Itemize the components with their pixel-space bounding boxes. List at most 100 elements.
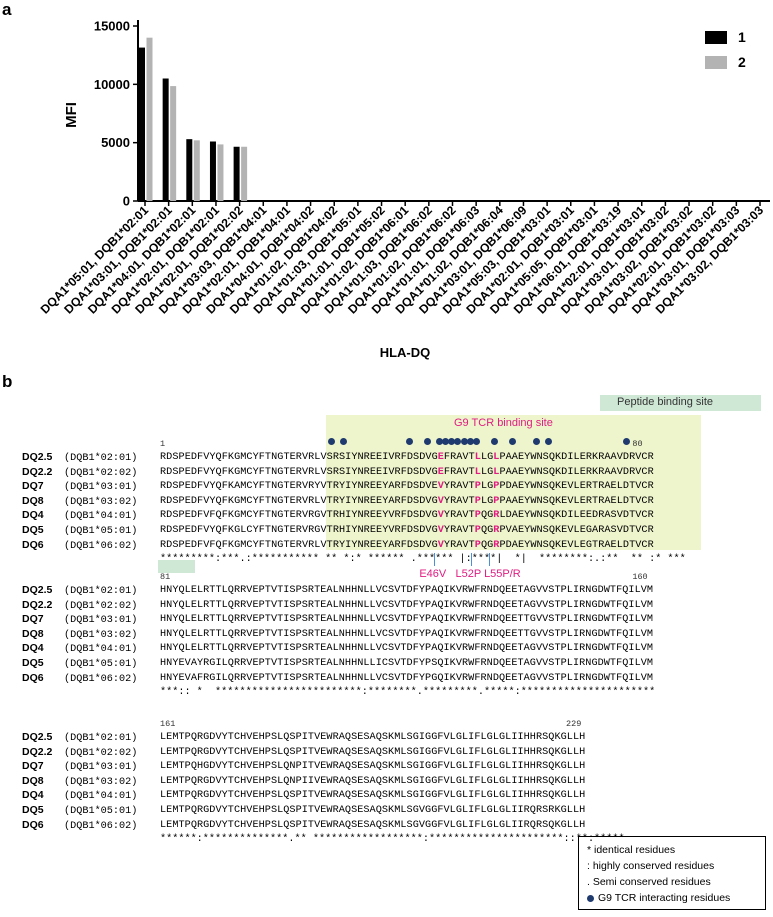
- alignment-row: DQ5 (DQB1*05:01) RDSPEDFVYQFKGLCYFTNGTERVR…: [22, 524, 654, 537]
- allele-name: (DQB1*03:01): [64, 615, 138, 627]
- bar-s1: [162, 78, 169, 201]
- allele-name: (DQB1*03:02): [64, 496, 138, 508]
- y-tick-label: 5000: [101, 135, 130, 150]
- legend-label-1: 1: [738, 29, 746, 45]
- tcr-interacting-dot-icon: [532, 438, 540, 445]
- block-end-number: 229: [566, 719, 582, 729]
- allotype-name: DQ4: [22, 642, 44, 655]
- bar-s2: [217, 144, 224, 201]
- bar-s2: [170, 86, 177, 201]
- peptide-binding-label: Peptide binding site: [617, 396, 714, 408]
- allotype-name: DQ2.2: [22, 598, 53, 611]
- legend-identical: * identical residues: [587, 844, 676, 856]
- alignment-row: DQ2.5(DQB1*02:01)HNYQLELRTTLQRRVEPTVTISP…: [22, 584, 653, 597]
- tcr-interacting-dot-icon: [460, 438, 468, 445]
- sequence: HNYQLELRTTLQRRVEPTVTISPSRTEALNHHNLLVCSVT…: [160, 585, 654, 596]
- allele-name: (DQB1*03:02): [64, 776, 138, 788]
- allele-name: (DQB1*03:02): [64, 629, 138, 641]
- tcr-interacting-dot-icon: [406, 438, 414, 445]
- allotype-name: DQ8: [22, 494, 44, 507]
- allele-name: (DQB1*04:01): [64, 791, 138, 803]
- tcr-interacting-dot-icon: [490, 438, 498, 445]
- allele-name: (DQB1*05:01): [64, 526, 138, 537]
- bar-s2: [193, 140, 200, 201]
- sequence: HNYQLELRTTLQRRVEPTVTISPSRTEALNHHNLLVCSVT…: [160, 614, 654, 626]
- allele-name: (DQB1*05:01): [64, 659, 138, 670]
- tcr-dot-icon: [587, 894, 594, 902]
- legend-label-2: 2: [738, 54, 746, 70]
- alignment-row: DQ6 (DQB1*06:02) RDSPEDFVFQFKGMCYFTNGTERVR…: [22, 538, 654, 552]
- tcr-interacting-dot-icon: [623, 438, 631, 445]
- allotype-name: DQ6: [22, 538, 44, 551]
- tcr-interacting-dot-icon: [424, 438, 432, 445]
- sequence: RDSPEDFVYQFKGMCYFTNGTERVRLVTRYIYNREEYARF…: [160, 495, 654, 507]
- mutation-marker-line: [488, 553, 490, 567]
- mutation-label: E46V: [419, 568, 447, 581]
- tcr-interacting-dot-icon: [442, 438, 450, 445]
- allotype-name: DQ4: [22, 509, 44, 522]
- allotype-name: DQ5: [22, 524, 44, 536]
- y-axis-label: MFI: [63, 102, 80, 128]
- sequence: HNYQLELRTTLQRRVEPTVTISPSRTEALNHHNLLVCSVT…: [160, 599, 654, 611]
- block-start-number: 81: [160, 572, 171, 582]
- allotype-name: DQ6: [22, 671, 44, 684]
- alignment-row: DQ8(DQB1*03:02)LEMTPQRGDVYTCHVEHPSLQNPII…: [22, 775, 585, 788]
- bar-s1: [186, 139, 193, 201]
- sequence: HNYEVAYRGILQRRVEPTVTISPSRTEALNHHNLLICSVT…: [160, 658, 654, 669]
- sequence: LEMTPQRGDVYTCHVEHPSLQSPITVEWRAQSESAQSKML…: [160, 732, 586, 743]
- mutation-label: L52P L55P/R: [455, 568, 521, 581]
- alignment-row: DQ2.2(DQB1*02:02)LEMTPQRGDVYTCHVEHPSLQSP…: [22, 746, 585, 759]
- panel-b-label: b: [2, 372, 13, 391]
- legend-swatch-2: [705, 56, 727, 69]
- allotype-name: DQ2.5: [22, 731, 53, 743]
- sequence: RDSPEDFVFQFKGMCYFTNGTERVRLVTRYIYNREEYARF…: [160, 539, 654, 551]
- bar-s1: [233, 146, 240, 201]
- sequence: RDSPEDFVYQFKGMCYFTNGTERVRLVSRSIYNREEIVRF…: [160, 452, 654, 463]
- allotype-name: DQ8: [22, 627, 44, 640]
- sequence: HNYEVAFRGILQRRVEPTVTISPSRTEALNHHNLLVCSVT…: [160, 672, 654, 684]
- allotype-name: DQ7: [22, 480, 44, 493]
- sequence: LEMTPQRGDVYTCHVEHPSLQSPITVEWRAQSESAQSKML…: [160, 790, 586, 802]
- tcr-interacting-dot-icon: [544, 438, 552, 445]
- sequence: HNYQLELRTTLQRRVEPTVTISPSRTEALNHHNLLVCSVT…: [160, 628, 654, 640]
- allele-name: (DQB1*04:01): [64, 644, 138, 656]
- allele-name: (DQB1*06:02): [64, 540, 138, 552]
- legend-swatch-1: [705, 31, 727, 44]
- allotype-name: DQ5: [22, 657, 44, 669]
- allele-name: (DQB1*06:02): [64, 673, 138, 685]
- legend-tcr-label: G9 TCR interacting residues: [598, 892, 731, 904]
- allele-name: (DQB1*05:01): [64, 806, 138, 817]
- tcr-interacting-dot-icon: [436, 438, 444, 445]
- sequence: LEMTPQHGDVYTCHVEHPSLQNPITVEWRAQSESAQSKML…: [160, 761, 586, 773]
- alignment-row: DQ2.5(DQB1*02:01)LEMTPQRGDVYTCHVEHPSLQSP…: [22, 731, 585, 744]
- tcr-binding-label: G9 TCR binding site: [454, 417, 553, 429]
- block-start-number: 161: [160, 719, 176, 729]
- alignment-row: DQ7 (DQB1*03:01) RDSPEDFVYQFKAMCYFTNGTERVR…: [22, 480, 654, 494]
- peptide-binding-band-2: [158, 560, 195, 573]
- tcr-interacting-dot-icon: [466, 438, 474, 445]
- sequence: RDSPEDFVYQFKGLCYFTNGTERVRGVTRHIYNREEYVRF…: [160, 525, 654, 536]
- allotype-name: DQ2.2: [22, 465, 53, 478]
- sequence: RDSPEDFVFQFKGMCYFTNGTERVRGVTRHIYNREEYVRF…: [160, 510, 654, 522]
- conservation-row: ***:: * ************************:*******…: [160, 687, 656, 699]
- allotype-name: DQ2.5: [22, 451, 53, 463]
- sequence: LEMTPQRGDVYTCHVEHPSLQSPITVEWRAQSESAQSKML…: [160, 819, 586, 831]
- sequence: LEMTPQRGDVYTCHVEHPSLQSPITVEWRAQSESAQSKML…: [160, 746, 586, 758]
- legend-highly-conserved: : highly conserved residues: [587, 860, 715, 872]
- allele-name: (DQB1*03:01): [64, 482, 138, 494]
- tcr-interacting-dot-icon: [448, 438, 456, 445]
- alignment-row: DQ4(DQB1*04:01)RDSPEDFVFQFKGMCYFTNGTERVR…: [22, 509, 654, 522]
- sequence: RDSPEDFVYQFKAMCYFTNGTERVRYVTRYIYNREEYARF…: [160, 481, 654, 493]
- bar-s2: [241, 146, 248, 201]
- alignment-row: DQ2.2(DQB1*02:02)HNYQLELRTTLQRRVEPTVTISP…: [22, 598, 653, 612]
- tcr-interacting-dot-icon: [508, 438, 516, 445]
- tcr-interacting-dot-icon: [454, 438, 462, 445]
- alignment-row: DQ5(DQB1*05:01)LEMTPQRGDVYTCHVEHPSLQSPIT…: [22, 804, 585, 817]
- bar-s1: [209, 141, 216, 201]
- block-start-number: 1: [160, 439, 166, 449]
- y-tick-label: 10000: [94, 77, 130, 92]
- allele-name: (DQB1*02:02): [64, 747, 138, 759]
- legend-tcr-residues: G9 TCR interacting residues: [587, 892, 730, 904]
- block-end-number: 160: [632, 572, 648, 582]
- conservation-row: *********:***.:*********** ** *:* ******…: [160, 554, 686, 566]
